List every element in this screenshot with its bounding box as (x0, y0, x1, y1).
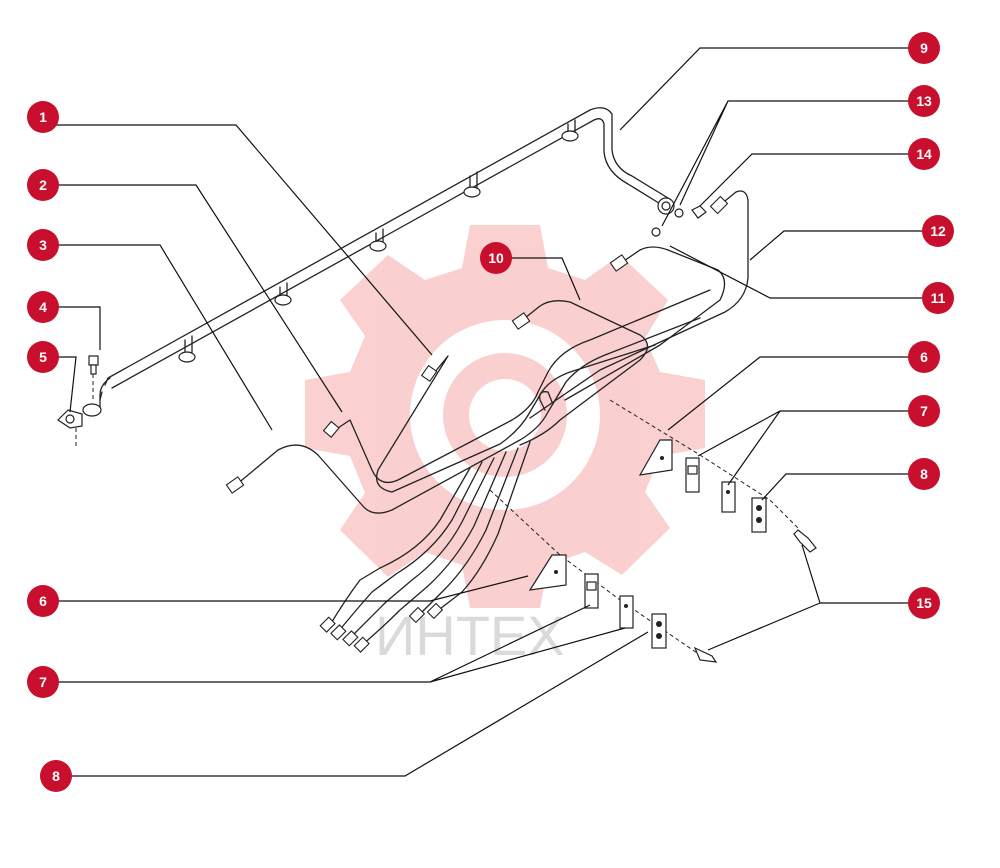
banjo-fitting-5-part (57, 409, 83, 448)
callout-10: 10 (480, 242, 512, 274)
svg-text:9: 9 (920, 40, 928, 56)
callout-11: 11 (922, 282, 954, 314)
callout-3: 3 (27, 229, 59, 261)
svg-text:6: 6 (920, 349, 928, 365)
leader-lines (56, 47, 938, 777)
callout-2: 2 (27, 169, 59, 201)
callout-1: 1 (27, 101, 59, 133)
callout-4: 4 (27, 291, 59, 323)
clamp-assembly-upper (609, 399, 817, 553)
callout-8-lower: 8 (40, 760, 72, 792)
svg-text:5: 5 (39, 349, 47, 365)
callout-9: 9 (908, 32, 940, 64)
callout-6-lower: 6 (27, 585, 59, 617)
svg-text:7: 7 (39, 674, 47, 690)
callout-6-upper: 6 (908, 341, 940, 373)
svg-text:11: 11 (931, 290, 946, 306)
callout-7-upper: 7 (908, 395, 940, 427)
svg-text:12: 12 (930, 223, 946, 239)
bolt-4-part (88, 355, 99, 402)
svg-text:13: 13 (916, 93, 932, 109)
callout-5: 5 (27, 341, 59, 373)
svg-text:4: 4 (39, 299, 47, 315)
svg-text:15: 15 (916, 595, 932, 611)
return-line-rail (82, 107, 669, 417)
svg-text:14: 14 (916, 146, 932, 162)
watermark-gear-icon (305, 225, 705, 608)
bolt-15-upper-part (793, 529, 817, 553)
fittings-13-14 (651, 197, 707, 237)
svg-text:1: 1 (39, 109, 47, 125)
bolt-15-lower-part (693, 646, 718, 663)
svg-text:6: 6 (39, 593, 47, 609)
callout-12: 12 (922, 215, 954, 247)
callout-7-lower: 7 (27, 666, 59, 698)
svg-text:2: 2 (39, 177, 47, 193)
callout-15: 15 (908, 587, 940, 619)
svg-text:10: 10 (488, 250, 504, 266)
injection-pipe-bundle (225, 190, 749, 653)
watermark-text: ИНТЕХ (375, 604, 565, 667)
svg-text:8: 8 (52, 768, 60, 784)
callout-8-upper: 8 (908, 458, 940, 490)
callout-13: 13 (908, 85, 940, 117)
svg-text:8: 8 (920, 466, 928, 482)
clamp-assembly-lower (489, 489, 718, 663)
callout-14: 14 (908, 138, 940, 170)
svg-text:7: 7 (920, 403, 928, 419)
svg-text:3: 3 (39, 237, 47, 253)
